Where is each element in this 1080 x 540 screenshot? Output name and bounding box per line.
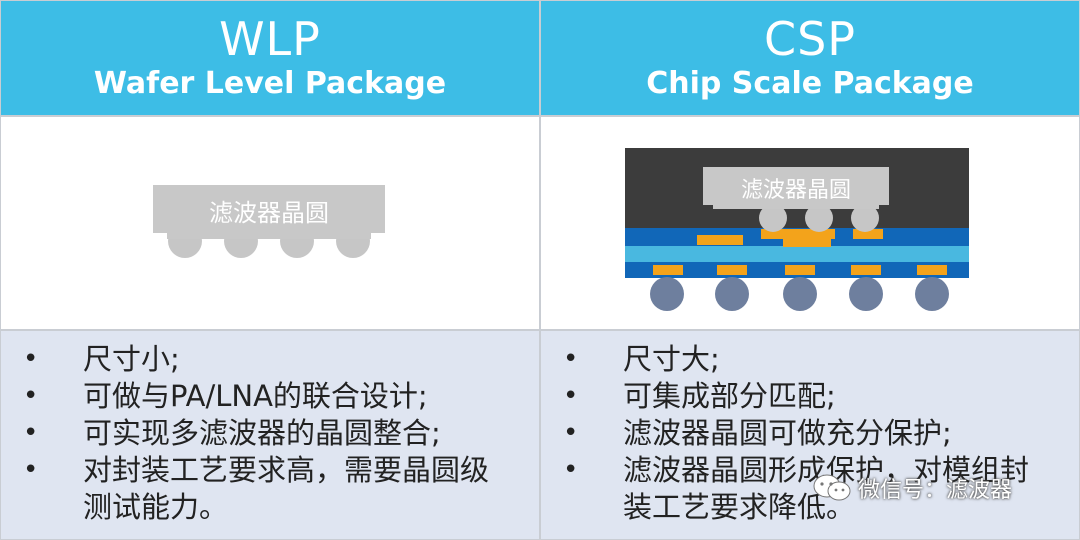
solder-bump — [805, 204, 833, 232]
csp-die-label: 滤波器晶圆 — [741, 178, 851, 203]
list-item: 滤波器晶圆可做充分保护; — [541, 415, 1079, 452]
copper-pad — [917, 265, 947, 275]
solder-bump — [759, 204, 787, 232]
list-item: 对封装工艺要求高，需要晶圆级测试能力。 — [1, 452, 539, 526]
solder-bump — [851, 204, 879, 232]
csp-bumps — [759, 204, 879, 232]
csp-filter-die — [703, 167, 889, 209]
list-item: 可集成部分匹配; — [541, 378, 1079, 415]
wlp-diagram: 滤波器晶圆 — [0, 116, 540, 330]
list-item: 可实现多滤波器的晶圆整合; — [1, 415, 539, 452]
list-item: 尺寸大; — [541, 341, 1079, 378]
csp-solder-balls — [650, 277, 949, 311]
csp-header: CSP Chip Scale Package — [540, 0, 1080, 116]
wlp-filter-die — [153, 185, 385, 239]
solder-ball — [715, 277, 749, 311]
wlp-points: 尺寸小; 可做与PA/LNA的联合设计; 可实现多滤波器的晶圆整合; 对封装工艺… — [0, 330, 540, 540]
list-item: 可做与PA/LNA的联合设计; — [1, 378, 539, 415]
csp-points: 尺寸大; 可集成部分匹配; 滤波器晶圆可做充分保护; 滤波器晶圆形成保护，对模组… — [540, 330, 1080, 540]
list-item: 滤波器晶圆形成保护，对模组封装工艺要求降低。 — [541, 452, 1079, 526]
wlp-diagram-svg: 滤波器晶圆 — [153, 185, 385, 258]
copper-pad — [697, 235, 743, 245]
watermark-text: 微信号：滤波器 — [858, 478, 1013, 503]
wlp-die-label: 滤波器晶圆 — [209, 199, 329, 227]
copper-pad — [761, 229, 835, 239]
copper-traces — [653, 229, 947, 275]
solder-ball — [783, 277, 817, 311]
csp-diagram-svg: 滤波器晶圆 — [625, 148, 969, 311]
wlp-subtitle: Wafer Level Package — [93, 66, 447, 101]
csp-subtitle: Chip Scale Package — [646, 66, 974, 101]
copper-pad — [783, 237, 831, 247]
copper-pad — [853, 229, 883, 239]
solder-ball — [915, 277, 949, 311]
solder-ball — [650, 277, 684, 311]
copper-pad — [851, 265, 881, 275]
watermark: 微信号：滤波器 — [812, 472, 1012, 504]
csp-title: CSP — [763, 12, 857, 66]
copper-pad — [653, 265, 683, 275]
wechat-icon — [813, 474, 851, 501]
copper-pad — [785, 265, 815, 275]
wlp-point-list: 尺寸小; 可做与PA/LNA的联合设计; 可实现多滤波器的晶圆整合; 对封装工艺… — [1, 341, 539, 526]
substrate-inner-layer — [625, 246, 969, 262]
csp-point-list: 尺寸大; 可集成部分匹配; 滤波器晶圆可做充分保护; 滤波器晶圆形成保护，对模组… — [541, 341, 1079, 526]
solder-ball — [849, 277, 883, 311]
wlp-title: WLP — [219, 12, 321, 66]
list-item: 尺寸小; — [1, 341, 539, 378]
copper-pad — [717, 265, 747, 275]
wlp-header: WLP Wafer Level Package — [0, 0, 540, 116]
csp-diagram: 滤波器晶圆 — [540, 116, 1080, 330]
